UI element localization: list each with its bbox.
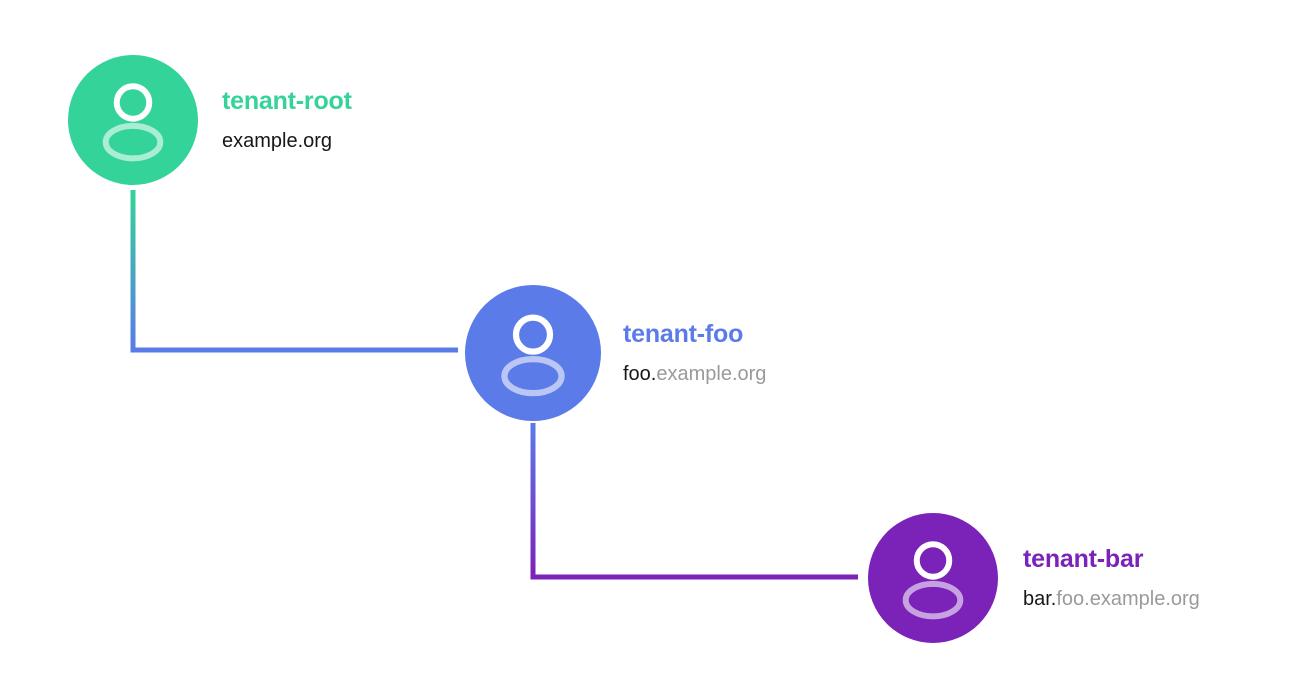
user-avatar-icon[interactable] [868, 513, 998, 643]
domain-suffix: foo.example.org [1056, 588, 1200, 611]
node-label-block: tenant-root example.org [222, 87, 352, 154]
node-title[interactable]: tenant-foo [623, 319, 744, 348]
node-label-block: tenant-bar bar.foo.example.org [1023, 545, 1200, 612]
node-tenant-foo[interactable]: tenant-foo foo.example.org [465, 285, 766, 421]
domain-suffix: example.org [222, 130, 333, 153]
node-title[interactable]: tenant-root [222, 86, 352, 115]
domain-suffix: example.org [656, 363, 767, 386]
domain-prefix: foo. [623, 363, 657, 386]
node-domain: bar.foo.example.org [1023, 587, 1200, 611]
domain-prefix: bar. [1023, 588, 1057, 611]
node-tenant-root[interactable]: tenant-root example.org [68, 55, 352, 185]
user-avatar-icon[interactable] [465, 285, 601, 421]
node-domain: foo.example.org [623, 362, 766, 386]
node-tenant-bar[interactable]: tenant-bar bar.foo.example.org [868, 513, 1200, 643]
node-domain: example.org [222, 129, 352, 153]
node-title[interactable]: tenant-bar [1023, 544, 1144, 573]
node-label-block: tenant-foo foo.example.org [623, 320, 766, 387]
user-avatar-icon[interactable] [68, 55, 198, 185]
